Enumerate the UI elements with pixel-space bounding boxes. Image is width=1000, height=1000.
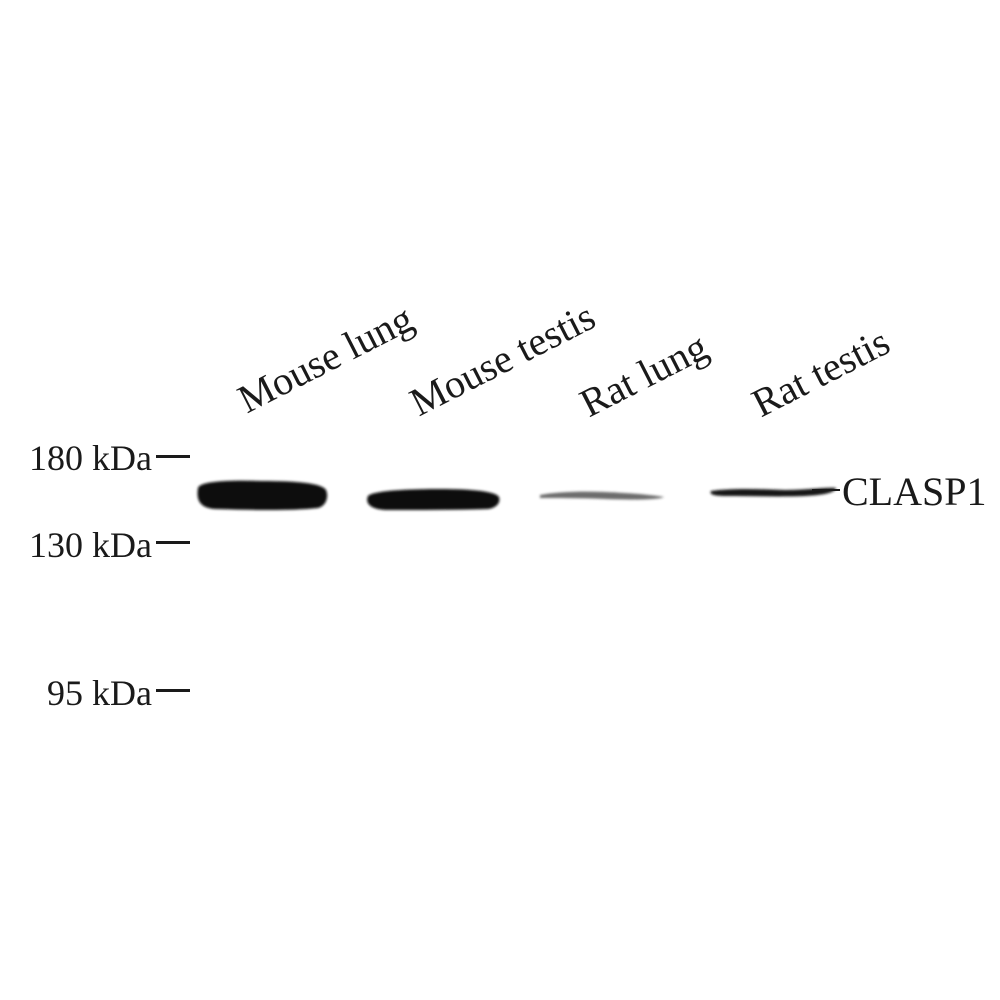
target-protein-label: CLASP1	[842, 469, 987, 514]
marker-label-130: 130 kDa	[29, 525, 152, 565]
marker-tick-180	[156, 455, 190, 458]
marker-label-95: 95 kDa	[47, 673, 152, 713]
band-mouse-lung	[197, 480, 328, 510]
marker-label-180: 180 kDa	[29, 438, 152, 478]
band-mouse-testis	[367, 489, 500, 510]
marker-tick-130	[156, 541, 190, 544]
band-rat-lung	[540, 491, 664, 500]
band-rat-testis	[710, 487, 836, 497]
marker-tick-95	[156, 689, 190, 692]
